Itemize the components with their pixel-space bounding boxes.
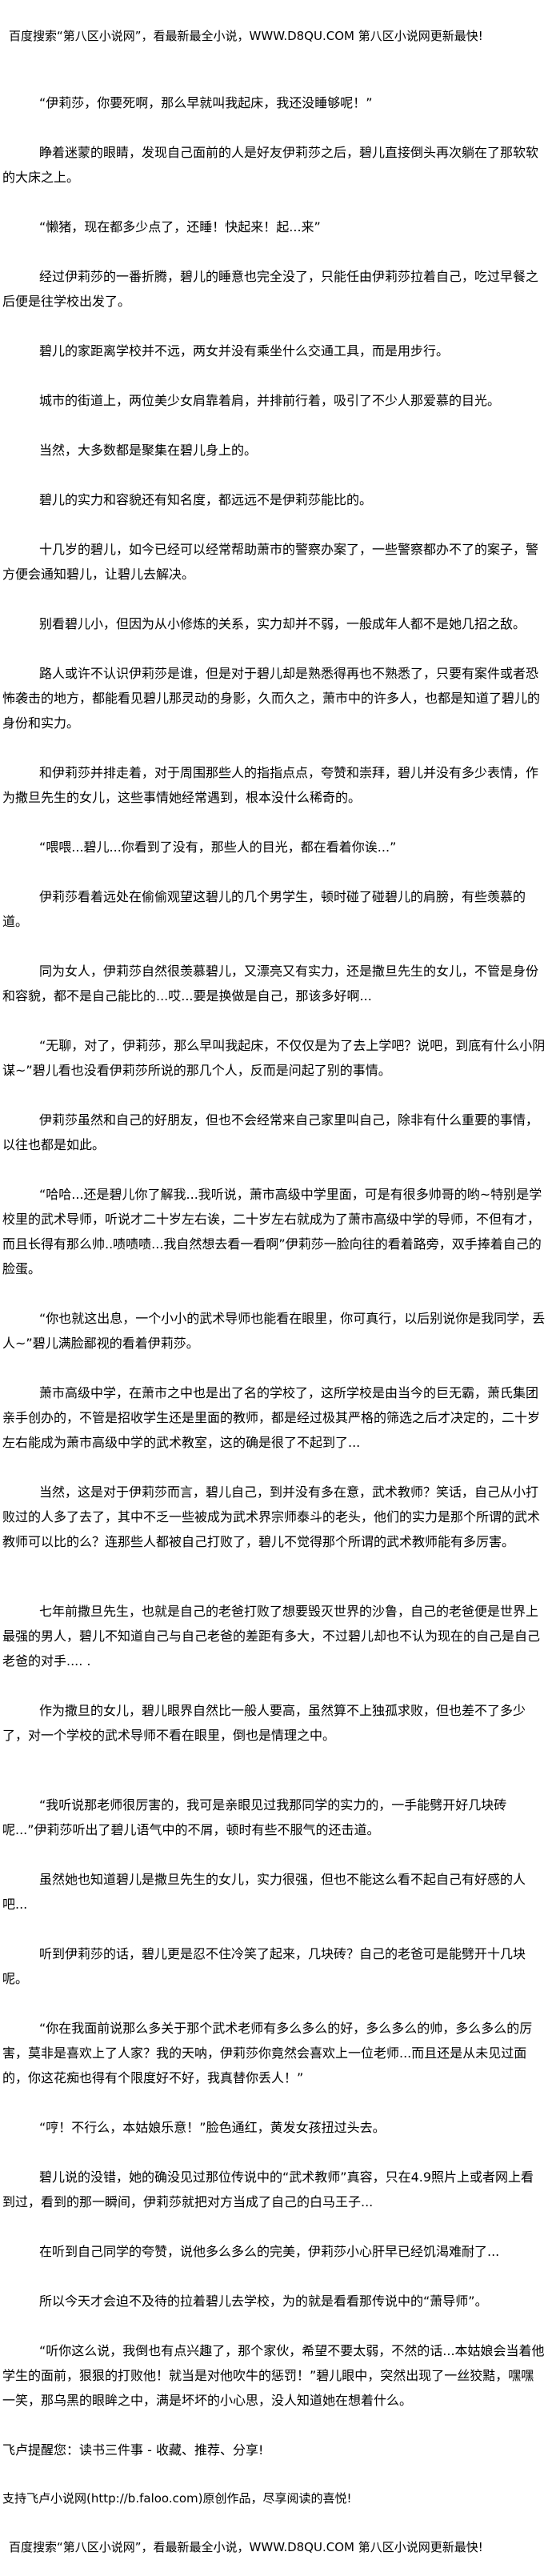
story-paragraph: “你也就这出息，一个小小的武术导师也能看在眼里，你可真行，以后别说你是我同学，丢… (2, 1311, 546, 1351)
story-paragraph: 城市的街道上，两位美少女肩靠着肩，并排前行着，吸引了不少人那爱慕的目光。 (39, 393, 501, 408)
story-paragraph: 伊莉莎看着远处在偷偷观望这碧儿的几个男学生，顿时碰了碰碧儿的肩膀，有些羡慕的道。 (2, 889, 526, 929)
story-paragraph: 碧儿说的没错，她的确没见过那位传说中的“武术教师”真容，只在4.9照片上或者网上… (2, 2169, 534, 2209)
story-paragraph: 经过伊莉莎的一番折腾，碧儿的睡意也完全没了，只能任由伊莉莎拉着自己，吃过早餐之后… (2, 269, 539, 309)
story-paragraph: 碧儿的实力和容貌还有知名度，都远远不是伊莉莎能比的。 (39, 492, 373, 507)
story-paragraph: “我听说那老师很厉害的，我可是亲眼见过我那同学的实力的，一手能劈开好几块砖呢..… (2, 1797, 507, 1837)
story-paragraph: “哼！不行么，本姑娘乐意！”脸色通红，黄发女孩扭过头去。 (39, 2120, 386, 2135)
story-paragraph: 十几岁的碧儿，如今已经可以经常帮助萧市的警察办案了，一些警察都办不了的案子，警方… (2, 542, 539, 582)
story-paragraph: “懒猪，现在都多少点了，还睡！快起来！起...来” (39, 219, 321, 234)
story-paragraph: 路人或许不认识伊莉莎是谁，但是对于碧儿却是熟悉得再也不熟悉了，只要有案件或者恐怖… (2, 666, 541, 731)
site-banner-bottom: 百度搜索“第八区小说网”，看最新最全小说，WWW.D8QU.COM 第八区小说网… (9, 2540, 483, 2554)
story-paragraph: 碧儿的家距离学校并不远，两女并没有乘坐什么交通工具，而是用步行。 (39, 343, 450, 359)
story-paragraph: 七年前撒旦先生，也就是自己的老爸打败了想要毁灭世界的沙鲁，自己的老爸便是世界上最… (2, 1604, 541, 1669)
story-paragraph: 听到伊莉莎的话，碧儿更是忍不住冷笑了起来，几块砖？自己的老爸可是能劈开十几块呢。 (2, 1946, 526, 1986)
story-paragraph: 伊莉莎虽然和自己的好朋友，但也不会经常来自己家里叫自己，除非有什么重要的事情，以… (2, 1112, 539, 1152)
reminder-note: 飞卢提醒您：读书三件事 - 收藏、推荐、分享! (2, 2442, 264, 2458)
story-paragraph: 睁着迷蒙的眼睛，发现自己面前的人是好友伊莉莎之后，碧儿直接倒头再次躺在了那软软的… (2, 145, 539, 185)
story-paragraph: “喂喂...碧儿...你看到了没有，那些人的目光，都在看着你诶...” (39, 839, 397, 855)
story-paragraph: “伊莉莎，你要死啊，那么早就叫我起床，我还没睡够呢！” (39, 95, 373, 110)
story-paragraph: “哈哈...还是碧儿你了解我...我听说，萧市高级中学里面，可是有很多帅哥的哟~… (2, 1187, 542, 1276)
story-paragraph: 所以今天才会迫不及待的拉着碧儿去学校，为的就是看看那传说中的“萧导师”。 (39, 2294, 488, 2309)
story-paragraph: 当然，大多数都是聚集在碧儿身上的。 (39, 443, 258, 458)
story-paragraph: 当然，这是对于伊莉莎而言，碧儿自己，到并没有多在意，武术教师？笑话，自己从小打败… (2, 1484, 541, 1549)
site-banner-top: 百度搜索“第八区小说网”，看最新最全小说，WWW.D8QU.COM 第八区小说网… (9, 29, 483, 43)
story-paragraph: 别看碧儿小，但因为从小修炼的关系，实力却并不弱，一般成年人都不是她几招之敌。 (39, 616, 526, 631)
support-note: 支持飞卢小说网(http://b.faloo.com)原创作品，尽享阅读的喜悦! (2, 2491, 352, 2506)
story-paragraph: “无聊，对了，伊莉莎，那么早叫我起床，不仅仅是为了去上学吧？说吧，到底有什么小阴… (2, 1038, 546, 1078)
story-paragraph: 萧市高级中学，在萧市之中也是出了名的学校了，这所学校是由当今的巨无霸，萧氏集团亲… (2, 1385, 541, 1450)
story-paragraph: “听你这么说，我倒也有点兴趣了，那个家伙，希望不要太弱，不然的话...本姑娘会当… (2, 2343, 545, 2408)
story-paragraph: 作为撒旦的女儿，碧儿眼界自然比一般人要高，虽然算不上独孤求败，但也差不了多少了，… (2, 1703, 526, 1743)
story-paragraph: “你在我面前说那么多关于那个武术老师有多么多么的好，多么多么的帅，多么多么的厉害… (2, 2021, 533, 2085)
story-paragraph: 同为女人，伊莉莎自然很羡慕碧儿，又漂亮又有实力，还是撒旦先生的女儿，不管是身份和… (2, 963, 539, 1004)
story-paragraph: 虽然她也知道碧儿是撒旦先生的女儿，实力很强，但也不能这么看不起自己有好感的人吧.… (2, 1872, 526, 1912)
story-paragraph: 在听到自己同学的夸赞，说他多么多么的完美，伊莉莎小心肝早已经饥渴难耐了... (39, 2244, 500, 2259)
chapter-content: “伊莉莎，你要死啊，那么早就叫我起床，我还没睡够呢！” 睁着迷蒙的眼睛，发现自己面… (0, 49, 560, 2413)
story-paragraph: 和伊莉莎并排走着，对于周围那些人的指指点点，夸赞和崇拜，碧儿并没有多少表情，作为… (2, 765, 539, 805)
